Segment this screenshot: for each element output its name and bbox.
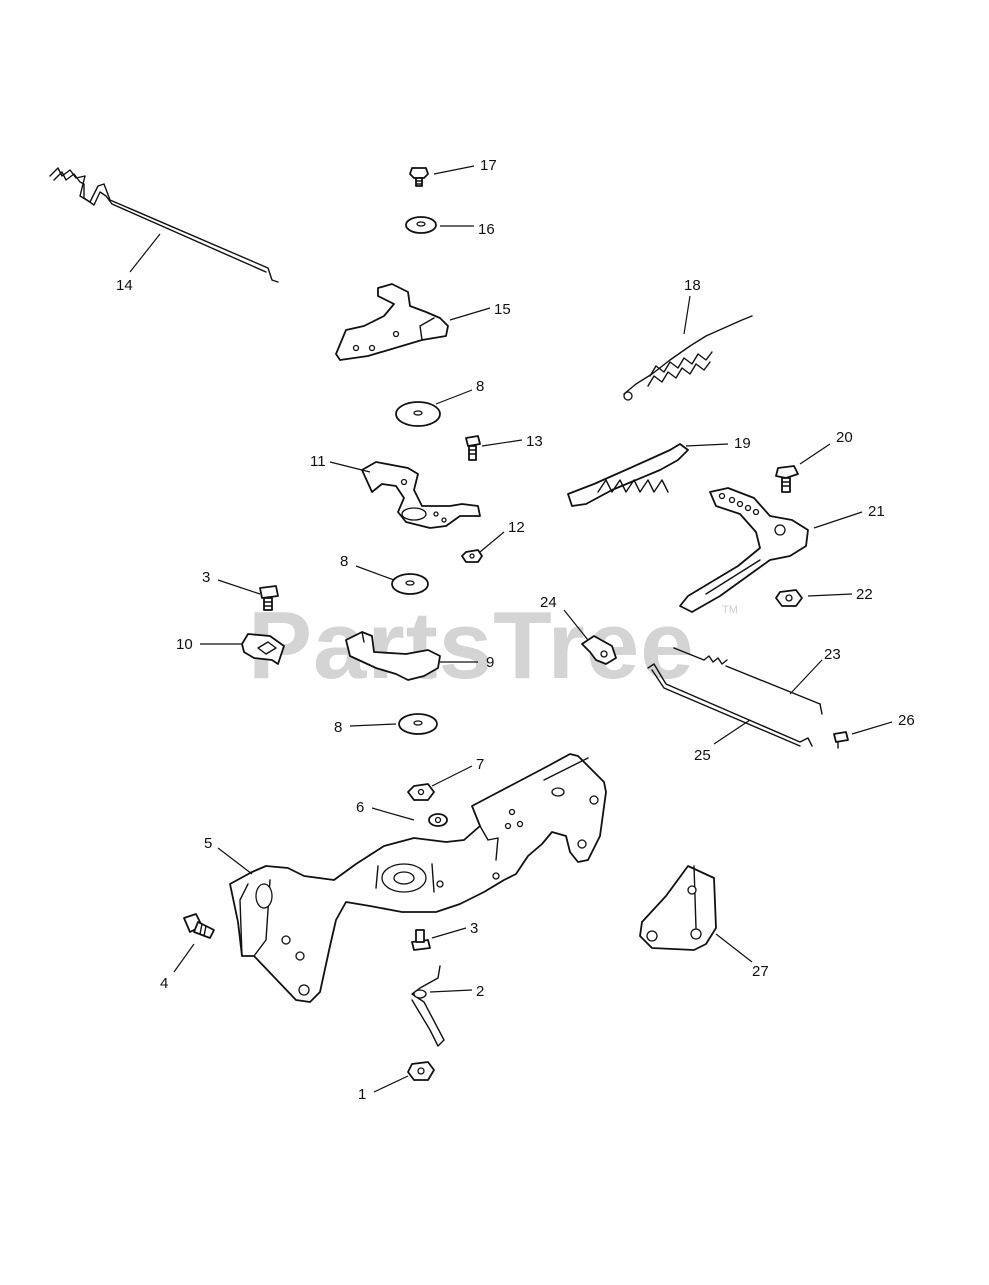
part-11-lever[interactable] <box>361 461 481 529</box>
watermark-trademark: TM <box>722 604 738 616</box>
part-3-screw-lower[interactable] <box>411 929 431 951</box>
watermark: PartsTree TM <box>248 592 738 699</box>
callout-2: 2 <box>476 983 484 1000</box>
callout-7: 7 <box>476 756 484 773</box>
callout-23: 23 <box>824 646 841 663</box>
part-16-washer[interactable] <box>405 216 437 234</box>
callout-labels: 17 16 14 15 18 8 13 11 19 20 21 12 8 3 2… <box>116 157 915 1103</box>
callout-10: 10 <box>176 636 193 653</box>
part-23-cable[interactable] <box>673 647 823 715</box>
callout-8-top: 8 <box>476 378 484 395</box>
part-17-bolt[interactable] <box>409 167 429 187</box>
callout-27: 27 <box>752 963 769 980</box>
part-8-washer-mid[interactable] <box>391 573 429 595</box>
leader-lines <box>129 165 893 1093</box>
callout-13: 13 <box>526 433 543 450</box>
callout-25: 25 <box>694 747 711 764</box>
callout-16: 16 <box>478 221 495 238</box>
callout-6: 6 <box>356 799 364 816</box>
part-27-plate[interactable] <box>639 865 717 951</box>
callout-24: 24 <box>540 594 557 611</box>
part-26-screw[interactable] <box>833 731 849 749</box>
part-13-bolt[interactable] <box>465 435 481 461</box>
part-8-washer-top[interactable] <box>395 401 441 427</box>
part-14-rod[interactable] <box>49 167 279 283</box>
part-12-nut[interactable] <box>461 549 483 563</box>
part-6-washer[interactable] <box>428 813 448 827</box>
callout-26: 26 <box>898 712 915 729</box>
part-3-screw-upper[interactable] <box>259 585 279 611</box>
callout-1: 1 <box>358 1086 366 1103</box>
callout-8-low: 8 <box>334 719 342 736</box>
callout-22: 22 <box>856 586 873 603</box>
part-2-spring[interactable] <box>411 965 445 1047</box>
callout-17: 17 <box>480 157 497 174</box>
part-21-lever[interactable] <box>679 487 809 613</box>
callout-5: 5 <box>204 835 212 852</box>
callout-15: 15 <box>494 301 511 318</box>
part-1-nut[interactable] <box>407 1061 435 1081</box>
callout-3-upper: 3 <box>202 569 210 586</box>
part-18-spring[interactable] <box>623 315 753 401</box>
part-9-plate[interactable] <box>345 631 441 681</box>
part-20-bolt[interactable] <box>775 465 799 493</box>
callout-8-mid: 8 <box>340 553 348 570</box>
part-5-main-bracket[interactable] <box>229 753 607 1003</box>
part-24-clip[interactable] <box>581 635 617 665</box>
part-25-rod[interactable] <box>647 663 813 747</box>
part-7-nut[interactable] <box>407 783 435 801</box>
watermark-text: PartsTree <box>248 592 695 699</box>
part-19-spring[interactable] <box>567 443 689 507</box>
callout-4: 4 <box>160 975 168 992</box>
callout-21: 21 <box>868 503 885 520</box>
part-15-bracket[interactable] <box>335 283 449 361</box>
callout-14: 14 <box>116 277 133 294</box>
part-10-clip[interactable] <box>241 633 285 665</box>
callout-20: 20 <box>836 429 853 446</box>
callout-11: 11 <box>310 453 326 470</box>
part-22-nut[interactable] <box>775 589 803 607</box>
callout-9: 9 <box>486 654 494 671</box>
part-4-bolt[interactable] <box>183 913 215 939</box>
callout-3-lower: 3 <box>470 920 478 937</box>
callout-12: 12 <box>508 519 525 536</box>
callout-18: 18 <box>684 277 701 294</box>
callout-19: 19 <box>734 435 751 452</box>
part-8-washer-low[interactable] <box>398 713 438 735</box>
